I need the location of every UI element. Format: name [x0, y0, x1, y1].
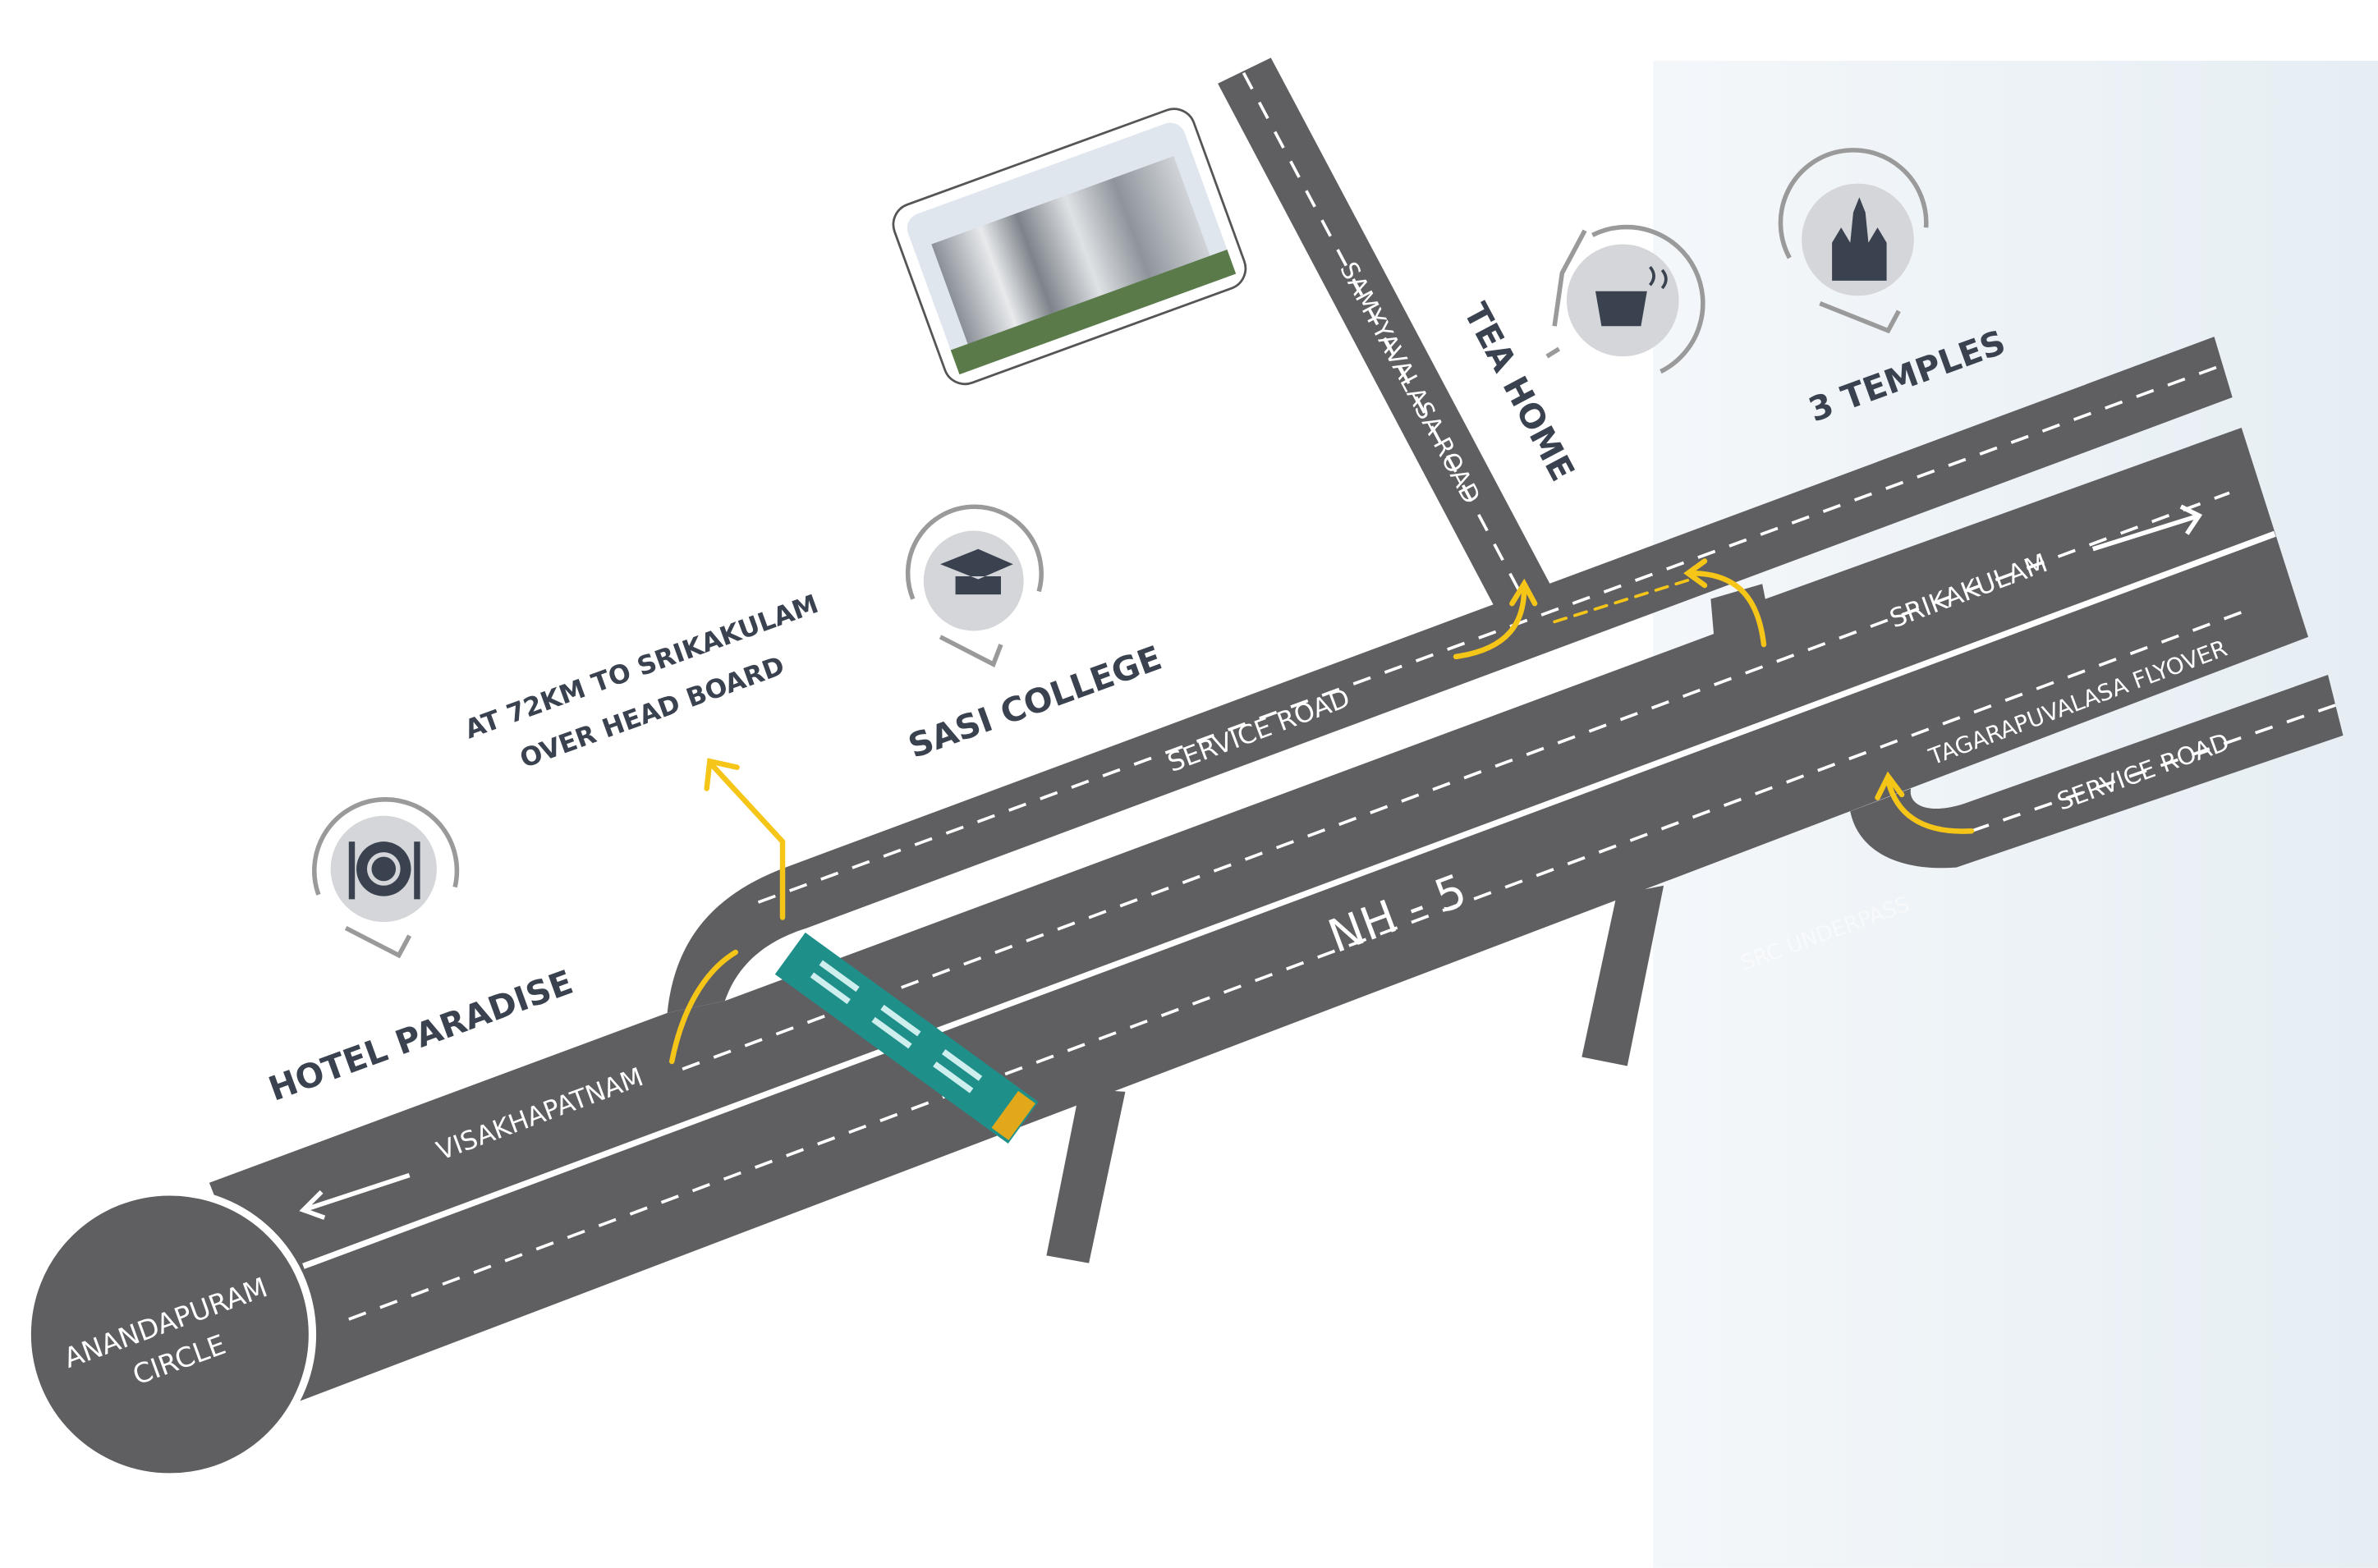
- route-arrows: [668, 558, 1975, 1065]
- arrow-left-icon: [299, 1172, 411, 1220]
- tea-cup-icon: [1595, 291, 1647, 327]
- project-building-photo: [892, 108, 1247, 386]
- temple-icon: [1832, 197, 1887, 281]
- anandapuram-circle: ANANDAPURAM CIRCLE: [23, 1188, 317, 1481]
- lane-markings: [302, 71, 2336, 1321]
- landmark-hotel-paradise: HOTEL PARADISE: [264, 797, 578, 1109]
- arrow-right-icon: [2091, 504, 2203, 552]
- direction-arrows: [299, 504, 2203, 1220]
- samyyavalasa-road-label: SAMYYAVALASA ROAD: [1334, 258, 1485, 509]
- service-road-top: [667, 337, 2233, 1013]
- side-roads: [1046, 57, 1664, 1263]
- service-road-bottom: [1850, 675, 2344, 869]
- landmark-sasi-college: SASI COLLEGE: [903, 504, 1167, 766]
- nh5-carriageway: [209, 427, 2309, 1403]
- graduation-cap-icon: [940, 548, 1013, 595]
- overhead-board: [774, 932, 1039, 1144]
